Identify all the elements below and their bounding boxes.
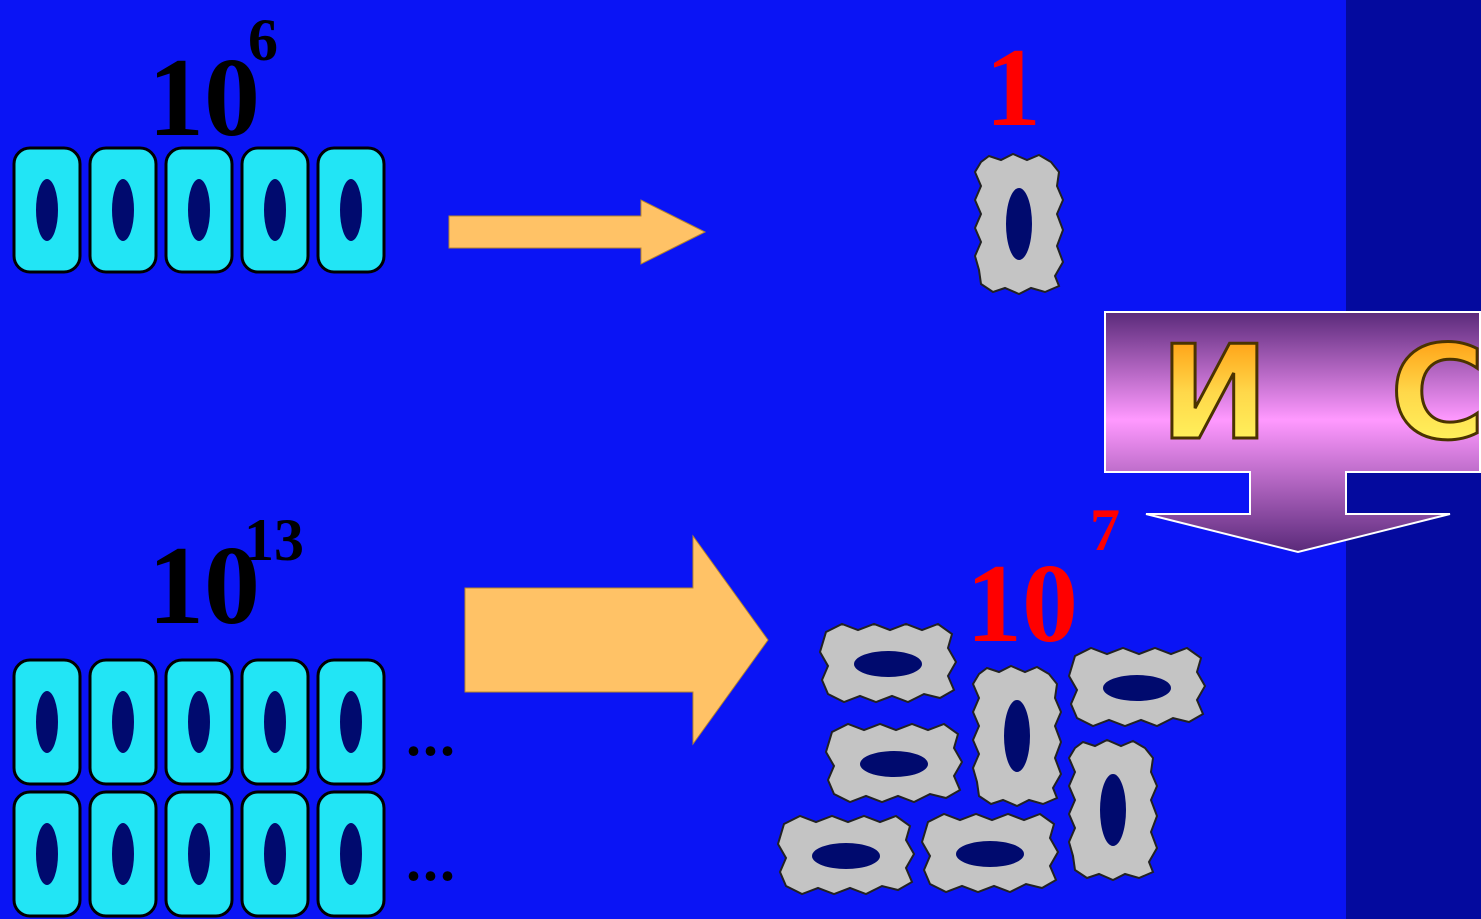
normal-cell: [12, 146, 82, 274]
normal-cell: [12, 658, 82, 786]
normal-cell: [164, 790, 234, 918]
normal-cells-bottom-row2: [12, 790, 386, 918]
normal-cell: [240, 658, 310, 786]
immune-system-label: И С: [1159, 316, 1481, 471]
normal-cells-top: [12, 146, 386, 274]
tumor-cell-top: [973, 152, 1065, 296]
normal-cell: [316, 790, 386, 918]
tumor-cell: [920, 812, 1060, 894]
ellipsis-row1: ...: [406, 702, 457, 768]
normal-cell: [88, 146, 158, 274]
svg-text:И С: И С: [1160, 330, 1480, 450]
normal-cells-bottom-row1: [12, 658, 386, 786]
normal-cell: [240, 790, 310, 918]
normal-count-bottom-exponent: 13: [244, 507, 304, 573]
normal-count-bottom-base: 10: [148, 524, 260, 648]
tumor-count-bottom-base: 10: [966, 542, 1078, 666]
normal-count-top-base: 10: [148, 36, 260, 160]
normal-cell: [164, 146, 234, 274]
normal-cell: [88, 790, 158, 918]
normal-cell: [316, 658, 386, 786]
ellipsis-row2: ...: [406, 827, 457, 893]
arrow-top: [448, 199, 707, 265]
normal-cell: [88, 658, 158, 786]
normal-cell: [240, 146, 310, 274]
tumor-cell: [818, 622, 958, 704]
tumor-cell: [824, 722, 964, 804]
arrow-bottom: [464, 534, 769, 746]
normal-cell: [12, 790, 82, 918]
tumor-cell: [1067, 646, 1207, 728]
immune-system-arrow: [1104, 311, 1481, 554]
tumor-cell: [1067, 738, 1159, 882]
normal-cell: [164, 658, 234, 786]
normal-cell: [316, 146, 386, 274]
tumor-cells-bottom: [776, 622, 1207, 896]
tumor-count-bottom-exponent: 7: [1090, 497, 1120, 563]
tumor-cell: [971, 664, 1063, 808]
tumor-cell: [776, 814, 916, 896]
immune-system-letters: И С: [1159, 316, 1481, 471]
normal-count-top-exponent: 6: [248, 7, 278, 73]
tumor-count-top: 1: [985, 26, 1041, 150]
